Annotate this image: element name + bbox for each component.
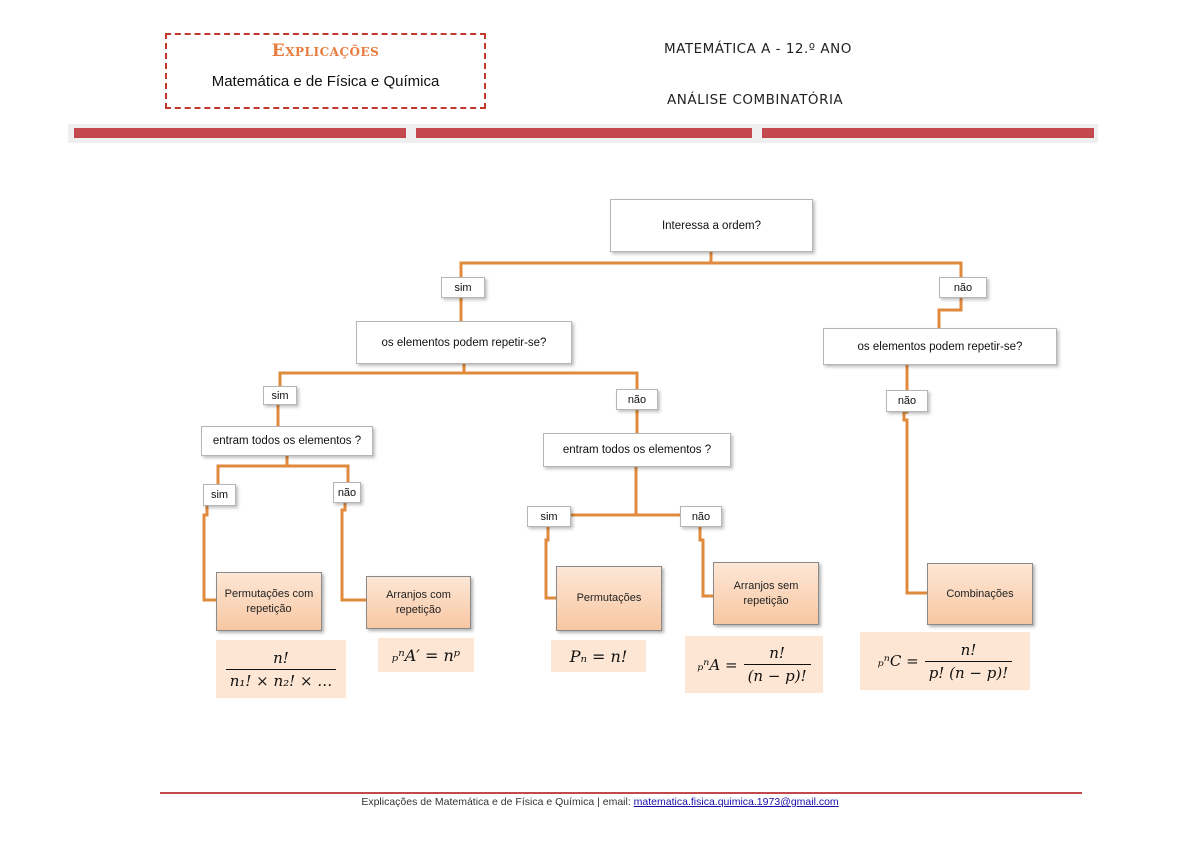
result-permutations-with-repetition: Permutações com repetição [216,572,322,631]
label-no: não [333,482,361,503]
topic-title: ANÁLISE COMBINATÓRIA [667,92,844,108]
divider-bar [416,128,752,138]
footer-text: Explicações de Matemática e de Física e … [361,796,634,808]
divider-bar [74,128,406,138]
result-combinations: Combinações [927,563,1033,625]
label-no: não [939,277,987,298]
formula-permutations: Pₙ = n! [551,640,646,672]
question-order: Interessa a ordem? [610,199,813,252]
question-all: entram todos os elementos ? [543,433,731,467]
result-permutations: Permutações [556,566,662,631]
connector [340,501,368,602]
formula-numerator: n! [769,644,785,662]
question-repeat: os elementos podem repetir-se? [823,328,1057,365]
connector [937,296,963,330]
label-no: não [680,506,722,527]
question-all: entram todos os elementos ? [201,426,373,456]
footer-email-link[interactable]: matematica.fisica.quimica.1973@gmail.com [633,796,839,808]
formula-denominator: n₁! × n₂! × … [225,668,337,690]
formula-denominator: p! (n − p)! [924,660,1013,682]
footer: Explicações de Matemática e de Física e … [0,796,1200,808]
formula-permutations-with-repetition: n! n₁! × n₂! × … [216,640,346,698]
connector [698,525,715,598]
label-no: não [886,390,928,412]
result-arrangements-with-repetition: Arranjos com repetição [366,576,471,629]
connector [202,504,218,602]
question-repeat: os elementos podem repetir-se? [356,321,572,364]
formula-denominator: (n − p)! [743,664,811,685]
formula-arrangements-without-repetition: ₚⁿA = n! (n − p)! [685,636,823,693]
label-yes: sim [441,277,485,298]
label-yes: sim [203,484,236,506]
formula-numerator: n! [960,640,977,659]
footer-divider [160,792,1082,794]
connector [544,525,558,600]
connector [902,410,929,595]
label-yes: sim [263,386,297,405]
label-yes: sim [527,506,571,527]
divider-bar [762,128,1094,138]
formula-arrangements-with-repetition: ₚⁿA′ = nᵖ [378,638,474,672]
brand-title: Explicações [271,41,380,61]
brand-subtitle: Matemática e de Física e Química [211,73,440,90]
formula-lhs: ₚⁿC = [877,652,919,670]
brand-box: Explicações Matemática e de Física e Quí… [165,33,486,109]
formula-lhs: ₚⁿA = [697,655,738,674]
label-no: não [616,389,658,410]
subject-title: MATEMÁTICA A - 12.º ANO [664,41,852,57]
formula-combinations: ₚⁿC = n! p! (n − p)! [860,632,1030,690]
header-divider [68,124,1098,143]
result-arrangements-without-repetition: Arranjos sem repetição [713,562,819,625]
formula-numerator: n! [273,648,289,667]
